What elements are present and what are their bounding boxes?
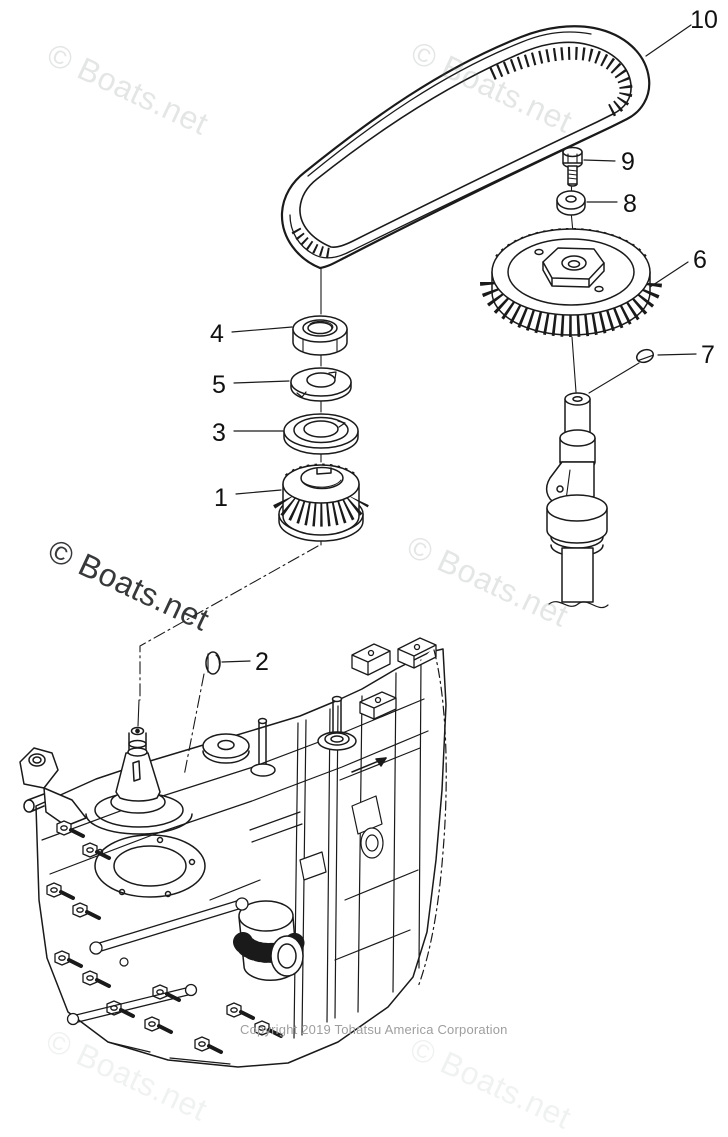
crank-pulley (273, 463, 369, 542)
lock-washer (290, 367, 352, 402)
callout-5-leader (233, 380, 290, 384)
camshaft (545, 392, 609, 609)
callout-label-1: 1 (214, 484, 228, 512)
pulley-bolt (562, 146, 583, 187)
deck-port (202, 733, 250, 764)
belt-teeth (489, 46, 633, 117)
callout-label-8: 8 (623, 190, 637, 218)
cam-plug (636, 348, 654, 364)
callout-1-leader (235, 489, 282, 495)
timing-belt (280, 25, 651, 270)
break-line (548, 601, 609, 609)
copyright-notice: Copyright 2019 Tohatsu America Corporati… (240, 1022, 508, 1037)
callout-2-leader (221, 660, 251, 663)
callout-label-4: 4 (210, 320, 224, 348)
assembly-arrow (351, 757, 387, 773)
exploded-parts-drawing: 1 2 3 4 5 6 7 8 9 10 (19, 6, 718, 1068)
cam-plug-leader (588, 362, 640, 394)
casting-details (107, 795, 384, 1065)
deck-studs (250, 695, 357, 777)
crankshaft-taper (85, 726, 193, 835)
crankcase-opening (94, 834, 206, 898)
callout-label-6: 6 (693, 246, 707, 274)
cam-pulley-teeth (480, 281, 662, 337)
callout-label-3: 3 (212, 419, 226, 447)
callout-9-leader (583, 159, 616, 162)
section-boundary-line (417, 649, 447, 988)
parts-diagram-page: 1 2 3 4 5 6 7 8 9 10 © Boats.net © Boats… (19, 6, 718, 1136)
cam-pulley (480, 227, 662, 337)
callout-4-leader (231, 326, 293, 333)
callout-label-10: 10 (690, 6, 718, 34)
mount-blocks (351, 637, 437, 720)
engine-block (19, 637, 447, 1068)
pulley-washer (556, 190, 586, 216)
callouts (221, 24, 697, 663)
callout-7-leader (657, 353, 697, 356)
crank-pulley-teeth (273, 493, 369, 527)
belt-teeth-end (291, 227, 331, 258)
mounting-bracket (19, 747, 87, 827)
linkage-rods (66, 897, 249, 1026)
woodruff-key (205, 651, 221, 675)
callout-label-5: 5 (212, 371, 226, 399)
callout-10-leader (645, 24, 692, 57)
callout-label-7: 7 (701, 341, 715, 369)
callout-label-2: 2 (255, 648, 269, 676)
crank-nut (292, 315, 348, 356)
callout-label-9: 9 (621, 148, 635, 176)
thrust-washer (283, 413, 359, 455)
callout-6-leader (649, 261, 689, 288)
ribbed-cylinder (233, 900, 305, 982)
